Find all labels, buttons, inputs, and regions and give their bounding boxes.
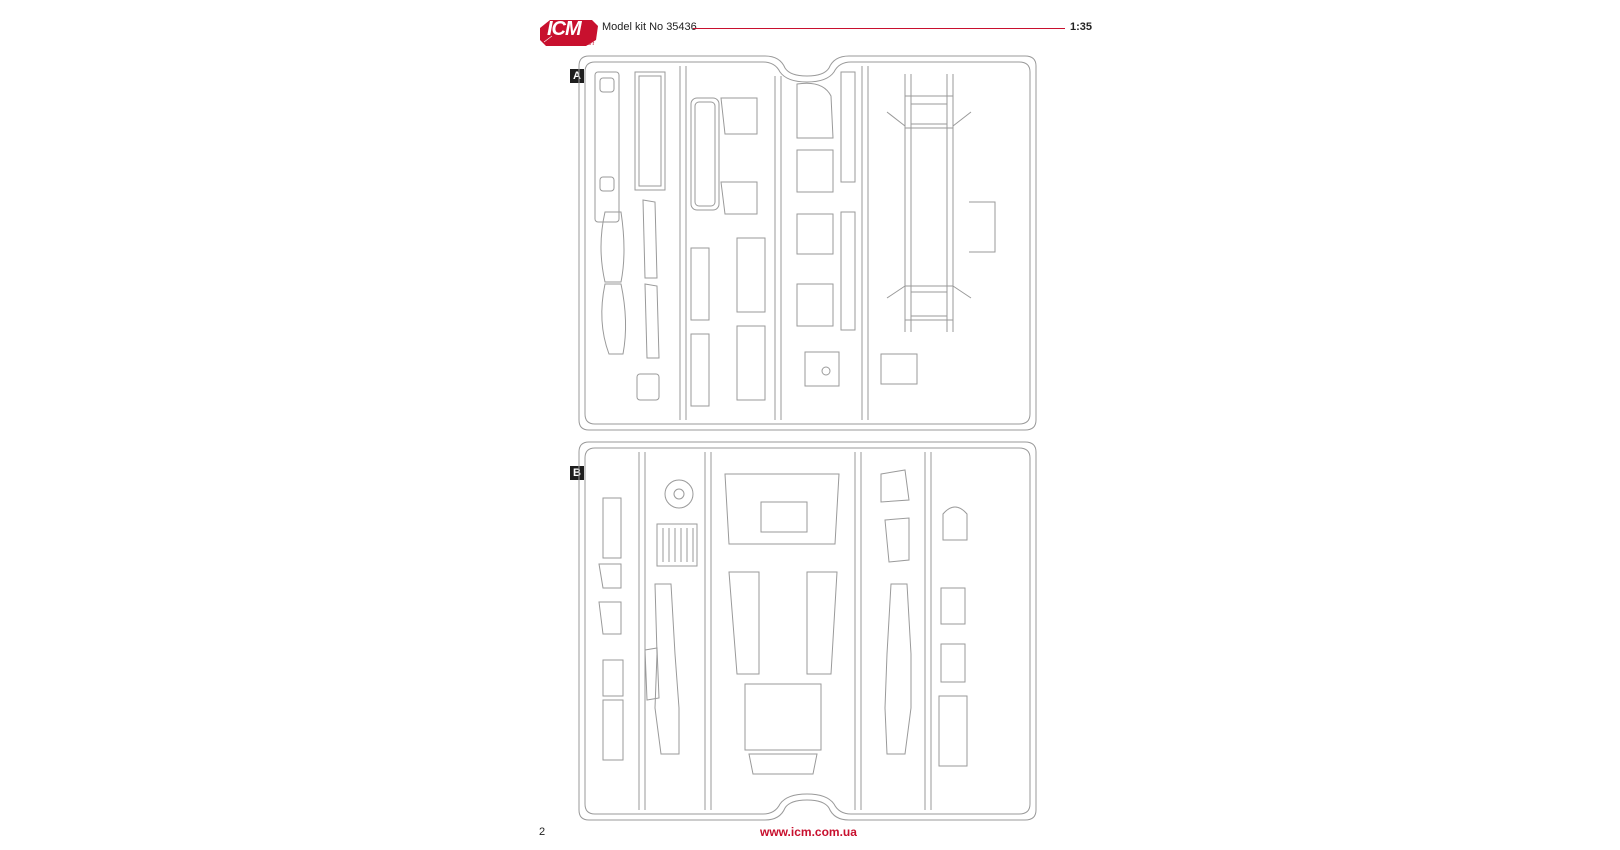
sprue-b-drawing xyxy=(578,441,1037,821)
logo-wordmark: ICM xyxy=(547,18,582,40)
page-number: 2 xyxy=(539,826,546,838)
logo-tagline: Wins on the Start xyxy=(553,41,595,47)
icm-logo xyxy=(540,20,598,46)
kit-title: Model kit No 35436 xyxy=(602,21,697,33)
sprue-a-drawing xyxy=(578,55,1037,431)
sprue-b-label: B xyxy=(570,466,584,480)
header-rule xyxy=(693,28,1065,29)
sprue-a-label: A xyxy=(570,69,584,83)
kit-scale: 1:35 xyxy=(1070,21,1093,33)
website-link[interactable]: www.icm.com.ua xyxy=(760,825,857,839)
